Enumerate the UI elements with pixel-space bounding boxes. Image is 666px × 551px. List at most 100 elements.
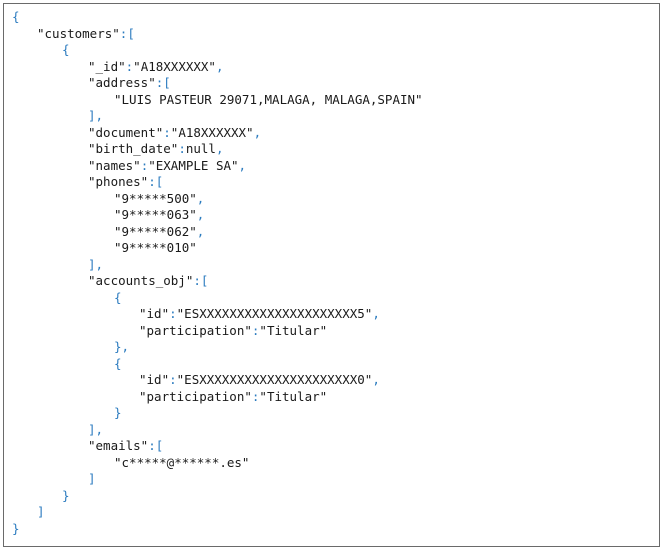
code-line: { xyxy=(4,9,659,26)
email-value: "c*****@******.es" xyxy=(114,454,250,470)
document-value: "A18XXXXXX" xyxy=(170,124,254,140)
code-line: "_id":"A18XXXXXX", xyxy=(4,59,659,76)
code-line: "names":"EXAMPLE SA", xyxy=(4,158,659,175)
participation-key: "participation" xyxy=(139,322,252,338)
accounts-key: "accounts_obj" xyxy=(88,273,194,288)
close-bracket: ], xyxy=(88,108,104,123)
code-line: "9*****062", xyxy=(4,224,659,241)
comma: , xyxy=(196,207,205,222)
code-line: ], xyxy=(4,257,659,274)
code-line: ], xyxy=(4,422,659,439)
code-line: "9*****063", xyxy=(4,207,659,224)
code-line: }, xyxy=(4,339,659,356)
code-line: "document":"A18XXXXXX", xyxy=(4,125,659,142)
birth-date-value: null xyxy=(185,141,216,156)
comma: , xyxy=(215,58,224,74)
document-key: "document" xyxy=(88,124,164,140)
close-brace: } xyxy=(12,520,20,536)
comma: , xyxy=(196,223,205,239)
colon: : xyxy=(125,58,134,74)
comma: , xyxy=(196,190,205,206)
code-line: { xyxy=(4,356,659,373)
colon: : xyxy=(148,174,156,189)
close-bracket: ], xyxy=(88,256,104,272)
account-id-value: "ESXXXXXXXXXXXXXXXXXXXXX0" xyxy=(176,372,373,387)
participation-value: "Titular" xyxy=(259,388,328,404)
code-line: "9*****500", xyxy=(4,191,659,208)
colon: : xyxy=(193,273,201,288)
comma: , xyxy=(215,141,224,156)
phone-value: "9*****500" xyxy=(114,190,197,206)
code-line: "id":"ESXXXXXXXXXXXXXXXXXXXXX0", xyxy=(4,372,659,389)
account-id-key: "id" xyxy=(139,372,170,387)
code-line: "accounts_obj":[ xyxy=(4,273,659,290)
phone-value: "9*****063" xyxy=(114,207,197,222)
code-line: "birth_date":null, xyxy=(4,141,659,158)
object-open-brace: { xyxy=(114,355,122,371)
code-line: "address":[ xyxy=(4,75,659,92)
code-line: "c*****@******.es" xyxy=(4,455,659,472)
object-open-brace: { xyxy=(114,289,122,305)
open-bracket: [ xyxy=(163,75,171,90)
open-bracket: [ xyxy=(200,273,209,288)
colon: : xyxy=(148,438,156,453)
open-brace: { xyxy=(12,9,20,24)
code-line: "phones":[ xyxy=(4,174,659,191)
code-line: ], xyxy=(4,108,659,125)
object-close-brace: } xyxy=(114,405,122,420)
comma: , xyxy=(372,306,380,321)
phones-key: "phones" xyxy=(88,174,149,189)
code-line: "LUIS PASTEUR 29071,MALAGA, MALAGA,SPAIN… xyxy=(4,92,659,109)
open-bracket: [ xyxy=(155,174,164,189)
colon: : xyxy=(169,306,177,321)
phone-value: "9*****010" xyxy=(114,240,197,255)
code-line: } xyxy=(4,488,659,505)
names-value: "EXAMPLE SA" xyxy=(148,157,239,173)
open-bracket: [ xyxy=(155,438,164,453)
account-id-key: "id" xyxy=(139,306,170,321)
colon: : xyxy=(163,124,171,140)
colon: : xyxy=(251,388,260,404)
colon: : xyxy=(169,372,177,387)
code-line: "emails":[ xyxy=(4,438,659,455)
code-line: ] xyxy=(4,471,659,488)
account-id-value: "ESXXXXXXXXXXXXXXXXXXXXX5" xyxy=(176,306,373,321)
object-open-brace: { xyxy=(62,42,70,57)
object-close-brace: } xyxy=(62,487,70,503)
open-bracket: [ xyxy=(127,25,135,41)
address-value: "LUIS PASTEUR 29071,MALAGA, MALAGA,SPAIN… xyxy=(114,91,423,107)
code-line: ] xyxy=(4,504,659,521)
colon: : xyxy=(251,322,260,338)
code-line: } xyxy=(4,521,659,538)
json-code-block: { "customers":[ { "_id":"A18XXXXXX", "ad… xyxy=(4,9,659,537)
colon: : xyxy=(140,157,149,173)
comma: , xyxy=(253,124,262,140)
json-code-frame: { "customers":[ { "_id":"A18XXXXXX", "ad… xyxy=(3,3,660,547)
emails-key: "emails" xyxy=(88,438,149,453)
code-line: "customers":[ xyxy=(4,26,659,43)
code-line: "id":"ESXXXXXXXXXXXXXXXXXXXXX5", xyxy=(4,306,659,323)
code-line: { xyxy=(4,290,659,307)
close-bracket: ] xyxy=(37,504,45,519)
code-line: { xyxy=(4,42,659,59)
colon: : xyxy=(178,141,186,156)
comma: , xyxy=(238,157,247,173)
colon: : xyxy=(155,75,164,90)
customers-key: "customers" xyxy=(37,25,120,41)
close-bracket: ] xyxy=(88,471,96,486)
id-key: "_id" xyxy=(88,58,126,74)
id-value: "A18XXXXXX" xyxy=(133,58,216,74)
participation-key: "participation" xyxy=(139,388,252,404)
code-line: "participation":"Titular" xyxy=(4,389,659,406)
code-line: } xyxy=(4,405,659,422)
participation-value: "Titular" xyxy=(259,322,328,338)
comma: , xyxy=(372,372,380,387)
address-key: "address" xyxy=(88,75,156,90)
names-key: "names" xyxy=(88,157,141,173)
code-line: "participation":"Titular" xyxy=(4,323,659,340)
birth-date-key: "birth_date" xyxy=(88,141,179,156)
close-bracket: ], xyxy=(88,421,104,437)
phone-value: "9*****062" xyxy=(114,223,197,239)
object-close-brace: }, xyxy=(114,339,130,354)
colon: : xyxy=(119,25,128,41)
